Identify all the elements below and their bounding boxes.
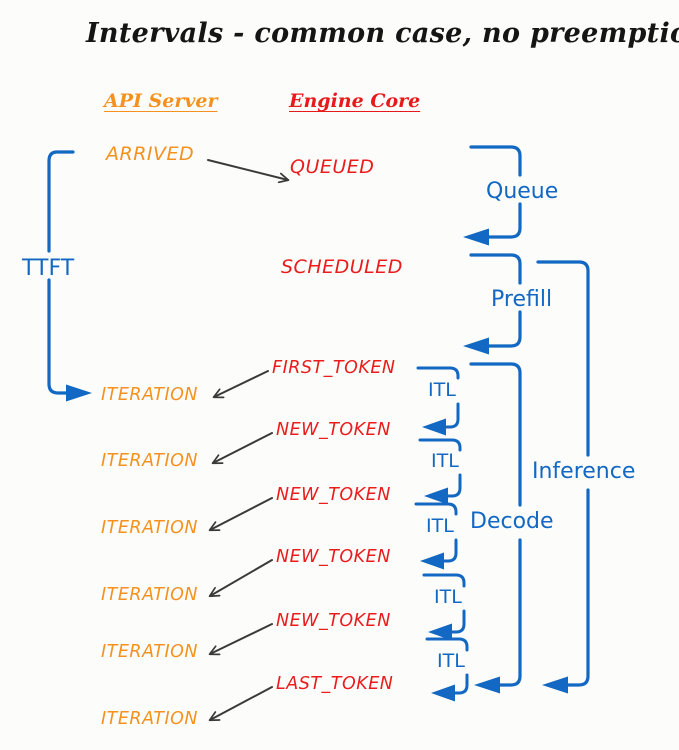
- bracket-queue: [463, 145, 522, 246]
- arrow-new-token-3-to-iteration: [208, 559, 273, 598]
- bracket-ttft: [47, 150, 92, 402]
- interval-label-ttft: TTFT: [22, 256, 75, 281]
- state-iteration-4: ITERATION: [101, 585, 198, 605]
- bracket-itl-2: [418, 438, 462, 505]
- interval-label-itl-2: ITL: [431, 450, 459, 472]
- column-heading-api-server: API Server: [104, 90, 218, 112]
- arrow-new-token-4-to-iteration: [208, 623, 273, 656]
- bracket-itl-3: [414, 502, 458, 570]
- interval-label-decode: Decode: [470, 509, 554, 534]
- state-scheduled: SCHEDULED: [281, 256, 403, 278]
- interval-label-itl-3: ITL: [426, 515, 454, 537]
- state-iteration-6: ITERATION: [101, 709, 198, 729]
- arrow-arrived-to-queued: [207, 159, 290, 184]
- state-first-token: FIRST_TOKEN: [272, 358, 396, 378]
- interval-label-prefill: Prefill: [491, 287, 553, 312]
- interval-label-itl-4: ITL: [434, 586, 462, 608]
- column-heading-engine-core: Engine Core: [289, 90, 421, 112]
- bracket-itl-1: [416, 366, 460, 436]
- state-new-token-3: NEW_TOKEN: [276, 547, 391, 567]
- interval-label-itl-1: ITL: [428, 379, 456, 401]
- bracket-itl-4: [422, 573, 466, 641]
- bracket-decode: [469, 362, 522, 694]
- page-title: Intervals - common case, no preemptions: [86, 18, 679, 49]
- interval-label-itl-5: ITL: [437, 650, 465, 672]
- state-iteration-1: ITERATION: [101, 385, 198, 405]
- interval-label-inference: Inference: [532, 459, 636, 484]
- bracket-inference: [536, 260, 590, 694]
- bracket-itl-5: [425, 637, 469, 702]
- arrow-first-token-to-iteration: [212, 370, 269, 399]
- arrow-new-token-1-to-iteration: [211, 432, 273, 465]
- state-new-token-4: NEW_TOKEN: [276, 611, 391, 631]
- interval-label-queue: Queue: [486, 179, 559, 204]
- state-iteration-3: ITERATION: [101, 518, 198, 538]
- state-iteration-2: ITERATION: [101, 451, 198, 471]
- state-queued: QUEUED: [290, 156, 375, 178]
- bracket-prefill: [463, 253, 522, 355]
- state-last-token: LAST_TOKEN: [276, 674, 394, 694]
- state-arrived: ARRIVED: [106, 143, 195, 165]
- state-new-token-1: NEW_TOKEN: [276, 420, 391, 440]
- arrow-last-token-to-iteration: [208, 686, 273, 722]
- state-iteration-5: ITERATION: [101, 642, 198, 662]
- arrow-new-token-2-to-iteration: [208, 497, 273, 532]
- state-new-token-2: NEW_TOKEN: [276, 485, 391, 505]
